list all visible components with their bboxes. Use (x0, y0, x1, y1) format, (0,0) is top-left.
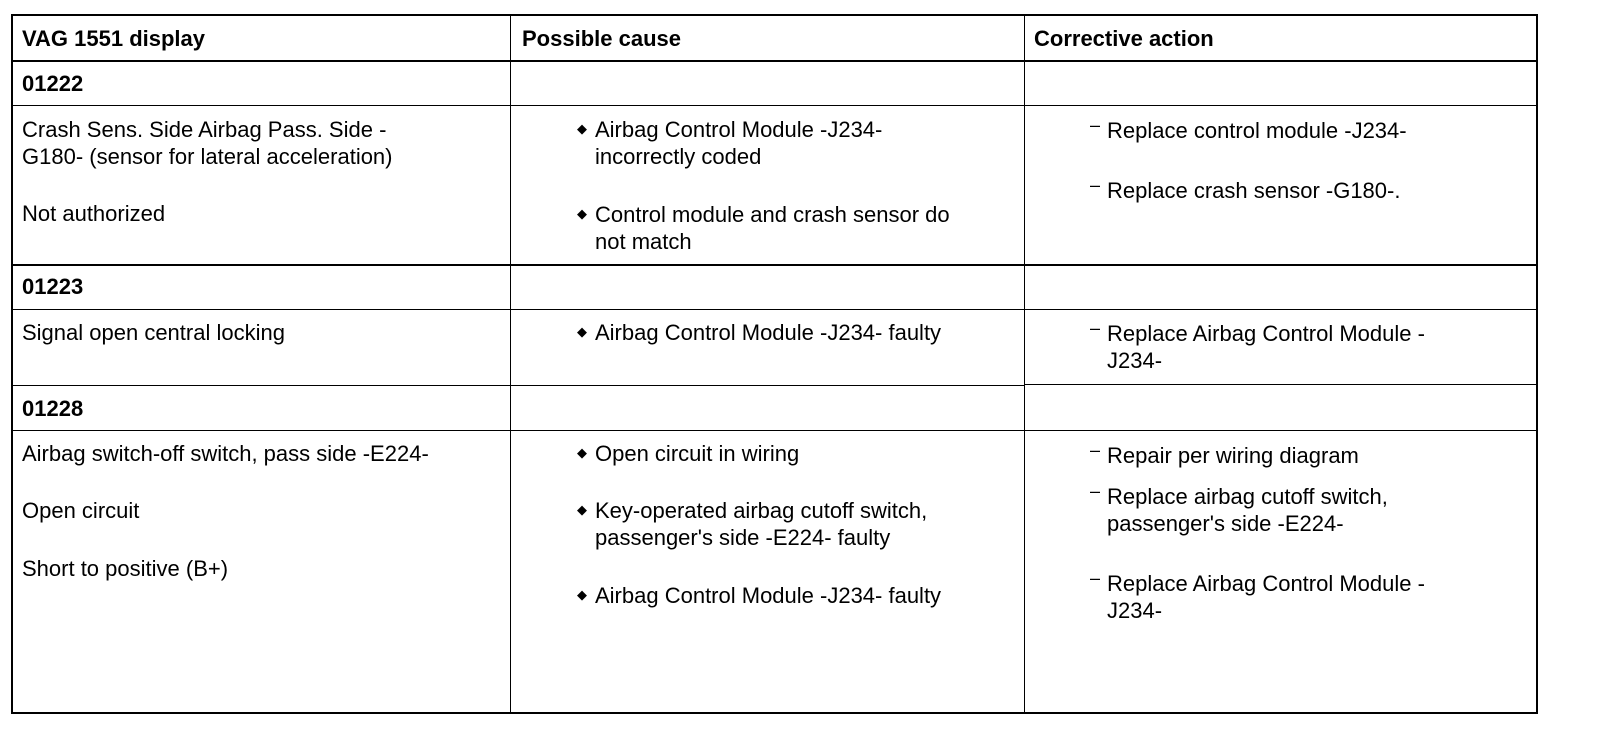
header-possible-cause: Possible cause (522, 26, 681, 51)
display-text: Airbag switch-off switch, pass side -E22… (22, 441, 429, 466)
action-text: Repair per wiring diagram (1107, 443, 1359, 468)
row-divider (1024, 384, 1536, 385)
row-divider (13, 105, 1536, 106)
cause-text: Key-operated airbag cutoff switch, (595, 498, 928, 523)
action-text: Replace airbag cutoff switch, (1107, 484, 1388, 509)
row-divider (13, 430, 1536, 431)
action-text: passenger's side -E224- (1107, 511, 1344, 536)
cause-text: Control module and crash sensor do (595, 202, 950, 227)
bullet-icon: ◆ (577, 324, 587, 339)
dash-icon: – (1090, 175, 1101, 195)
cause-text: Open circuit in wiring (595, 441, 800, 466)
diagnostic-table (11, 14, 1538, 714)
dash-icon: – (1090, 318, 1101, 338)
action-text: Replace Airbag Control Module - (1107, 571, 1425, 596)
fault-code: 01223 (22, 274, 84, 299)
action-text: Replace Airbag Control Module - (1107, 321, 1425, 346)
cause-text: Airbag Control Module -J234- (595, 117, 883, 142)
fault-code: 01228 (22, 396, 84, 421)
dash-icon: – (1090, 568, 1101, 588)
cause-text: Airbag Control Module -J234- faulty (595, 320, 942, 345)
display-text: Open circuit (22, 498, 140, 523)
header-display: VAG 1551 display (22, 26, 206, 51)
dash-icon: – (1090, 440, 1101, 460)
dash-icon: – (1090, 481, 1101, 501)
fault-code: 01222 (22, 71, 84, 96)
bullet-icon: ◆ (577, 445, 587, 460)
row-divider (13, 309, 1536, 310)
cause-text: not match (595, 229, 692, 254)
bullet-icon: ◆ (577, 121, 587, 136)
display-text: Crash Sens. Side Airbag Pass. Side - (22, 117, 387, 142)
row-divider (13, 385, 1024, 386)
action-text: J234- (1107, 348, 1163, 373)
action-text: Replace control module -J234- (1107, 118, 1407, 143)
cause-text: Airbag Control Module -J234- faulty (595, 583, 942, 608)
column-divider (1024, 16, 1025, 712)
cause-text: incorrectly coded (595, 144, 762, 169)
header-corrective-action: Corrective action (1034, 26, 1214, 51)
bullet-icon: ◆ (577, 502, 587, 517)
bullet-icon: ◆ (577, 206, 587, 221)
cause-text: passenger's side -E224- faulty (595, 525, 891, 550)
row-divider (13, 60, 1536, 62)
action-text: J234- (1107, 598, 1163, 623)
display-text: G180- (sensor for lateral acceleration) (22, 144, 393, 169)
display-text: Not authorized (22, 201, 166, 226)
display-text: Signal open central locking (22, 320, 285, 345)
action-text: Replace crash sensor -G180-. (1107, 178, 1401, 203)
dash-icon: – (1090, 115, 1101, 135)
display-text: Short to positive (B+) (22, 556, 229, 581)
row-divider (13, 264, 1536, 266)
bullet-icon: ◆ (577, 587, 587, 602)
column-divider (510, 16, 511, 712)
